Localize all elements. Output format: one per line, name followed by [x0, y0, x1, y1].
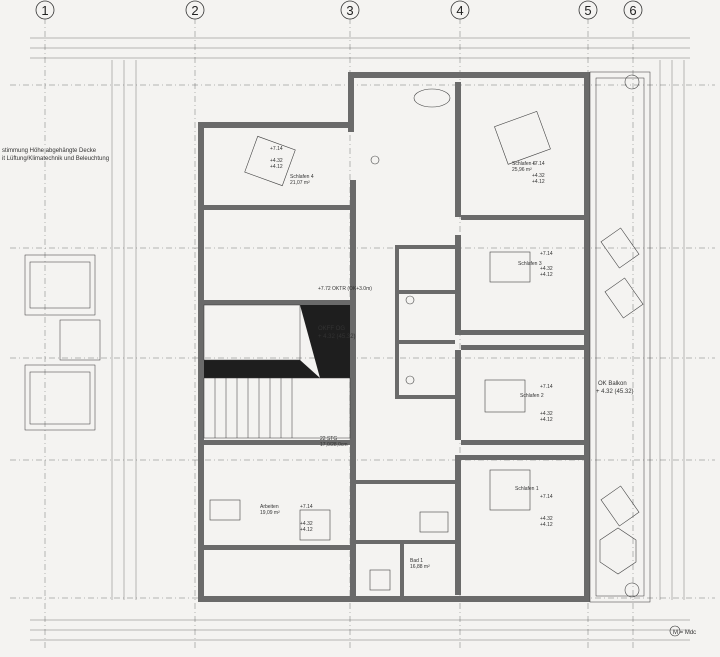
svg-text:+7.14: +7.14 — [300, 504, 313, 510]
axis-label-5: 5 — [584, 3, 591, 18]
svg-text:+4.12: +4.12 — [540, 522, 553, 528]
svg-text:Arbeiten: Arbeiten — [260, 504, 279, 510]
svg-text:+4.32: +4.32 — [540, 266, 553, 272]
room-arbeiten: Arbeiten 19,09 m² +7.14 +4.32 +4.12 — [260, 504, 313, 533]
svg-text:+4.32: +4.32 — [532, 173, 545, 179]
stair-top-label: +7.72 OKTR (OK+3.0m) — [318, 286, 372, 292]
svg-text:+7.14: +7.14 — [540, 384, 553, 390]
svg-text:Bad 1: Bad 1 — [410, 558, 423, 564]
balcony-label: OK Balkon — [598, 381, 627, 387]
svg-text:Schlafen 6: Schlafen 6 — [512, 161, 536, 167]
note-scale: M = Mdc — [673, 630, 696, 636]
svg-text:+4.32: +4.32 — [300, 521, 313, 527]
svg-text:+4.12: +4.12 — [270, 164, 283, 170]
furniture — [209, 88, 551, 591]
room-schlafen6: Schlafen 6 25,96 m² +7.14 +4.32 +4.12 — [512, 161, 545, 185]
building-walls — [198, 72, 590, 602]
svg-text:Schlafen 4: Schlafen 4 — [290, 174, 314, 180]
svg-text:+7.14: +7.14 — [270, 146, 283, 152]
room-schlafen1: Schlafen 1 +7.14 +4.32 +4.12 — [515, 486, 553, 528]
room-bad1: Bad 1 16,88 m² — [410, 558, 430, 570]
stair-dimensions: 17,0/28,0cm — [320, 442, 348, 448]
svg-text:+4.32: +4.32 — [270, 158, 283, 164]
axis-grid — [10, 18, 715, 650]
room-schlafen2: Schlafen 2 +7.14 +4.32 +4.12 — [520, 384, 553, 423]
svg-text:+7.14: +7.14 — [540, 494, 553, 500]
svg-text:+7.14: +7.14 — [540, 251, 553, 257]
svg-text:+4.12: +4.12 — [540, 272, 553, 278]
dimension-lines — [30, 37, 690, 641]
svg-text:+4.12: +4.12 — [540, 417, 553, 423]
axis-label-6: 6 — [629, 3, 636, 18]
balcony-value: + 4.32 (45.32) — [596, 389, 634, 395]
svg-text:Schlafen 2: Schlafen 2 — [520, 393, 544, 399]
stair — [203, 304, 351, 439]
svg-text:+4.12: +4.12 — [300, 527, 313, 533]
svg-text:19,09 m²: 19,09 m² — [260, 510, 280, 516]
axis-label-2: 2 — [191, 3, 198, 18]
svg-text:+4.32: +4.32 — [540, 516, 553, 522]
svg-text:+7.14: +7.14 — [532, 161, 545, 167]
outdoor-pads — [24, 254, 101, 431]
note-ceiling: stimmung Höhe abgehängte Decke — [2, 148, 97, 154]
note-ventilation: it Lüftung/Klimatechnik und Beleuchtung — [2, 156, 109, 162]
axis-label-4: 4 — [456, 3, 463, 18]
svg-text:21,07 m²: 21,07 m² — [290, 180, 310, 186]
axis-markers: 1 2 3 4 5 6 — [35, 0, 643, 20]
axis-label-3: 3 — [346, 3, 353, 18]
notes: stimmung Höhe abgehängte Decke it Lüftun… — [2, 148, 696, 637]
room-labels: Schlafen 4 21,07 m² +7.14 +4.32 +4.12 Sc… — [260, 146, 634, 570]
okff-value: + 4.32 (45.32) — [318, 334, 356, 340]
svg-text:+4.32: +4.32 — [540, 411, 553, 417]
room-schlafen4: Schlafen 4 21,07 m² +7.14 +4.32 +4.12 — [270, 146, 314, 186]
stair-count: 22 STG — [320, 436, 337, 442]
svg-text:Schlafen 3: Schlafen 3 — [518, 261, 542, 267]
svg-text:Schlafen 1: Schlafen 1 — [515, 486, 539, 492]
axis-label-1: 1 — [41, 3, 48, 18]
room-schlafen3: Schlafen 3 +7.14 +4.32 +4.12 — [518, 251, 553, 278]
balcony — [589, 71, 651, 603]
svg-text:25,96 m²: 25,96 m² — [512, 167, 532, 173]
svg-text:16,88 m²: 16,88 m² — [410, 564, 430, 570]
okff-label: OKFF OG — [318, 326, 345, 332]
svg-text:+4.12: +4.12 — [532, 179, 545, 185]
